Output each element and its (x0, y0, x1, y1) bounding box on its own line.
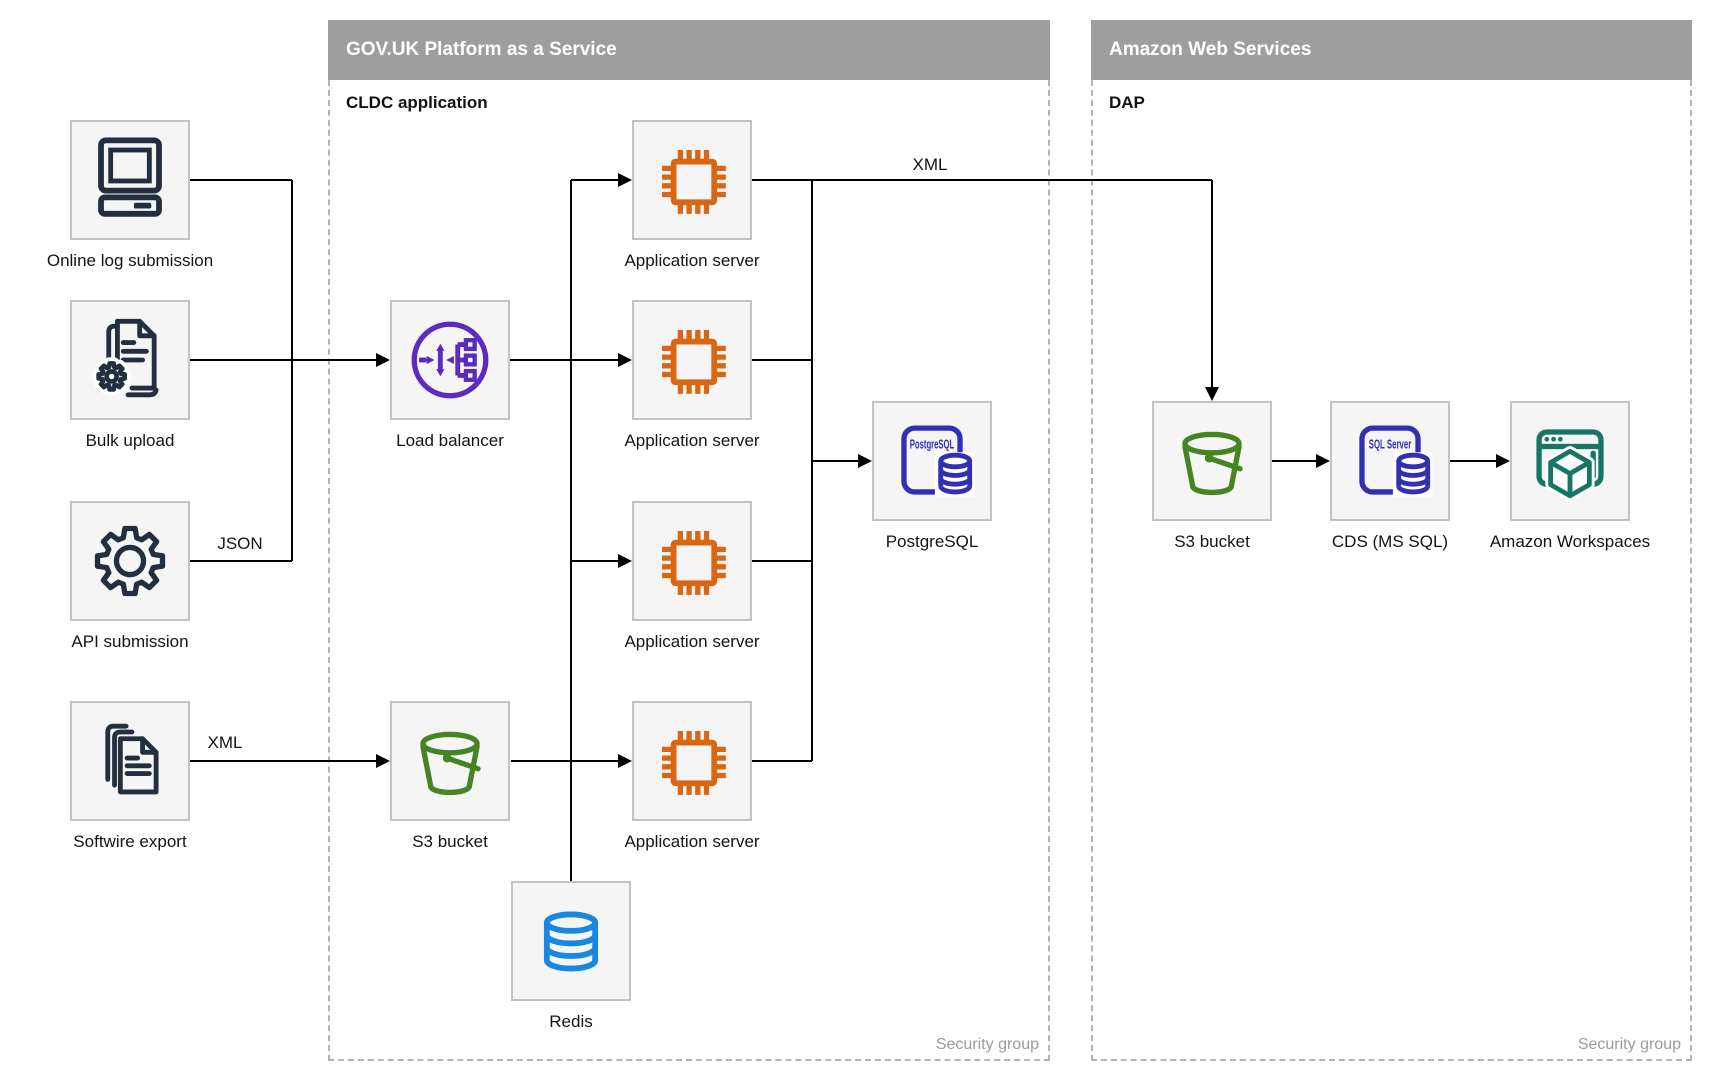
node-load-balancer: Load balancer (390, 300, 510, 450)
node-label: Application server (624, 431, 760, 450)
node-label: Redis (549, 1012, 593, 1031)
database-icon (543, 911, 599, 972)
container-aws-sublabel: DAP (1109, 93, 1145, 112)
node-box: PostgreSQL (872, 401, 992, 521)
bucket-icon (420, 731, 481, 796)
gear-icon (94, 525, 166, 597)
edge-label-json: JSON (217, 534, 263, 553)
node-box: SQL Server (1330, 401, 1450, 521)
postgresql-icon-text: PostgreSQL (910, 437, 955, 451)
node-label: Application server (624, 632, 760, 651)
container-govuk-paas: GOV.UK Platform as a Service CLDC applic… (328, 20, 1050, 1061)
node-box (390, 300, 510, 420)
load-balancer-icon (411, 321, 489, 399)
node-postgresql: PostgreSQL PostgreSQL (872, 401, 992, 551)
node-online-log-submission: Online log submission (47, 120, 213, 270)
node-box (70, 501, 190, 621)
container-aws-footer: Security group (1577, 1036, 1681, 1053)
chip-icon (662, 330, 726, 394)
node-box (70, 701, 190, 821)
node-box (1152, 401, 1272, 521)
node-s3-bucket-aws: S3 bucket (1152, 401, 1272, 551)
edge-label-xml-export: XML (207, 733, 243, 752)
node-box (632, 300, 752, 420)
node-label: Online log submission (46, 251, 214, 270)
node-label: Load balancer (396, 431, 504, 450)
sql-server-icon-text: SQL Server (1369, 437, 1412, 451)
postgresql-icon: PostgreSQL (901, 425, 975, 497)
node-box (1510, 401, 1630, 521)
node-label: S3 bucket (1174, 532, 1250, 551)
node-label: Bulk upload (85, 431, 175, 450)
sql-server-icon: SQL Server (1359, 425, 1433, 497)
node-box (632, 120, 752, 240)
bucket-icon (1182, 431, 1243, 496)
node-box (70, 120, 190, 240)
node-box (632, 701, 752, 821)
node-app-server-4: Application server (624, 701, 760, 851)
node-label: API submission (71, 632, 189, 651)
node-redis: Redis (511, 881, 631, 1031)
node-amazon-workspaces: Amazon Workspaces (1490, 401, 1650, 551)
node-s3-bucket-paas: S3 bucket (390, 701, 510, 851)
node-app-server-3: Application server (624, 501, 760, 651)
node-label: Application server (624, 251, 760, 270)
node-label: PostgreSQL (885, 532, 979, 551)
node-box (511, 881, 631, 1001)
container-aws-header: Amazon Web Services (1091, 20, 1692, 80)
container-govuk-paas-header: GOV.UK Platform as a Service (328, 20, 1050, 80)
node-box (390, 701, 510, 821)
node-box (70, 300, 190, 420)
container-govuk-paas-body: CLDC application Security group (328, 80, 1050, 1061)
documents-stack-icon (105, 723, 159, 795)
node-app-server-2: Application server (624, 300, 760, 450)
container-aws: Amazon Web Services DAP Security group (1091, 20, 1692, 1061)
node-label: Amazon Workspaces (1489, 532, 1651, 551)
container-govuk-paas-sublabel: CLDC application (346, 93, 488, 112)
computer-icon (98, 137, 162, 217)
node-label: Softwire export (73, 832, 187, 851)
container-govuk-paas-footer: Security group (935, 1036, 1039, 1053)
node-label: CDS (MS SQL) (1331, 532, 1449, 551)
edge-label-xml-feed: XML (912, 155, 948, 174)
chip-icon (662, 150, 726, 214)
node-label: S3 bucket (412, 832, 488, 851)
node-label: Application server (624, 832, 760, 851)
node-api-submission: API submission (70, 501, 190, 651)
node-bulk-upload: Bulk upload (70, 300, 190, 450)
node-cds-mssql: SQL Server CDS (MS SQL) (1330, 401, 1450, 551)
document-gear-icon (92, 318, 159, 398)
chip-icon (662, 531, 726, 595)
node-softwire-export: Softwire export (70, 701, 190, 851)
node-app-server-1: Application server (624, 120, 760, 270)
chip-icon (662, 731, 726, 795)
container-aws-body: DAP Security group (1091, 80, 1692, 1061)
workspaces-icon (1536, 429, 1604, 502)
node-box (632, 501, 752, 621)
